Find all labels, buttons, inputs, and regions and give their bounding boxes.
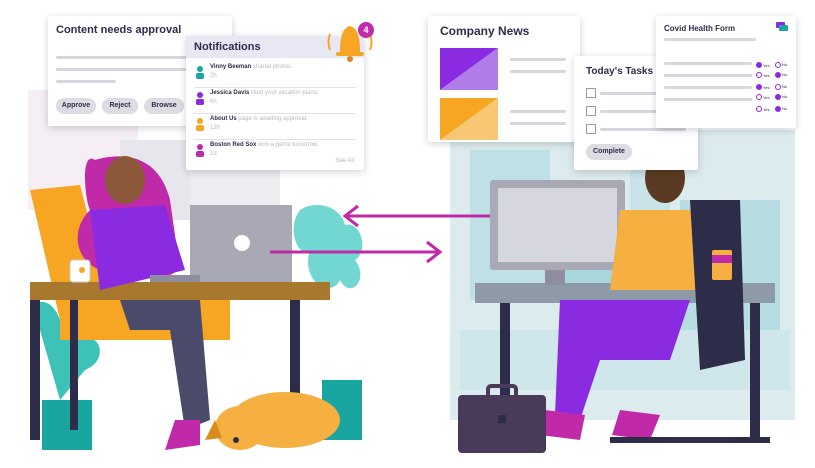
browse-button[interactable]: Browse	[144, 98, 184, 114]
notification-item[interactable]: About Us page is awaiting approval. 12h	[186, 114, 364, 140]
notifications-panel: Notifications Vinny Beeman shared photos…	[186, 36, 364, 170]
dog	[205, 392, 340, 450]
company-news-title: Company News	[440, 24, 530, 38]
covid-form-title: Covid Health Form	[664, 24, 736, 33]
sync-arrows	[270, 204, 510, 264]
chat-bubble-icon[interactable]	[776, 22, 788, 32]
notifications-header: Notifications	[186, 36, 364, 58]
complete-button[interactable]: Complete	[586, 144, 632, 160]
checkbox-icon[interactable]	[586, 88, 596, 98]
notification-badge: 4	[363, 25, 368, 35]
approve-button[interactable]: Approve	[56, 98, 96, 114]
news-image-2[interactable]	[440, 98, 498, 140]
notifications-title: Notifications	[194, 41, 261, 53]
reject-button[interactable]: Reject	[102, 98, 138, 114]
approval-title: Content needs approval	[56, 24, 182, 36]
bell-icon[interactable]: 4	[322, 12, 378, 68]
news-image-1[interactable]	[440, 48, 498, 90]
notification-item[interactable]: Boston Red Sox won a game tomorrow. 1d	[186, 140, 364, 166]
briefcase-icon	[458, 384, 546, 453]
checkbox-icon[interactable]	[586, 124, 596, 134]
tasks-title: Today's Tasks	[586, 66, 654, 77]
woman-left	[77, 156, 210, 450]
company-news-card: Company News	[428, 16, 580, 142]
avatar-icon	[196, 144, 204, 157]
checkbox-icon[interactable]	[586, 106, 596, 116]
avatar-icon	[196, 66, 204, 79]
avatar-icon	[196, 118, 204, 131]
see-all-link[interactable]: See All	[335, 158, 354, 164]
avatar-icon	[196, 92, 204, 105]
notification-item[interactable]: Jessica Davis liked your vacation plans.…	[186, 88, 364, 114]
notification-item[interactable]: Vinny Beeman shared photos. 2h	[186, 62, 364, 88]
desk-left	[30, 282, 330, 300]
coffee-cup-icon	[712, 250, 732, 280]
